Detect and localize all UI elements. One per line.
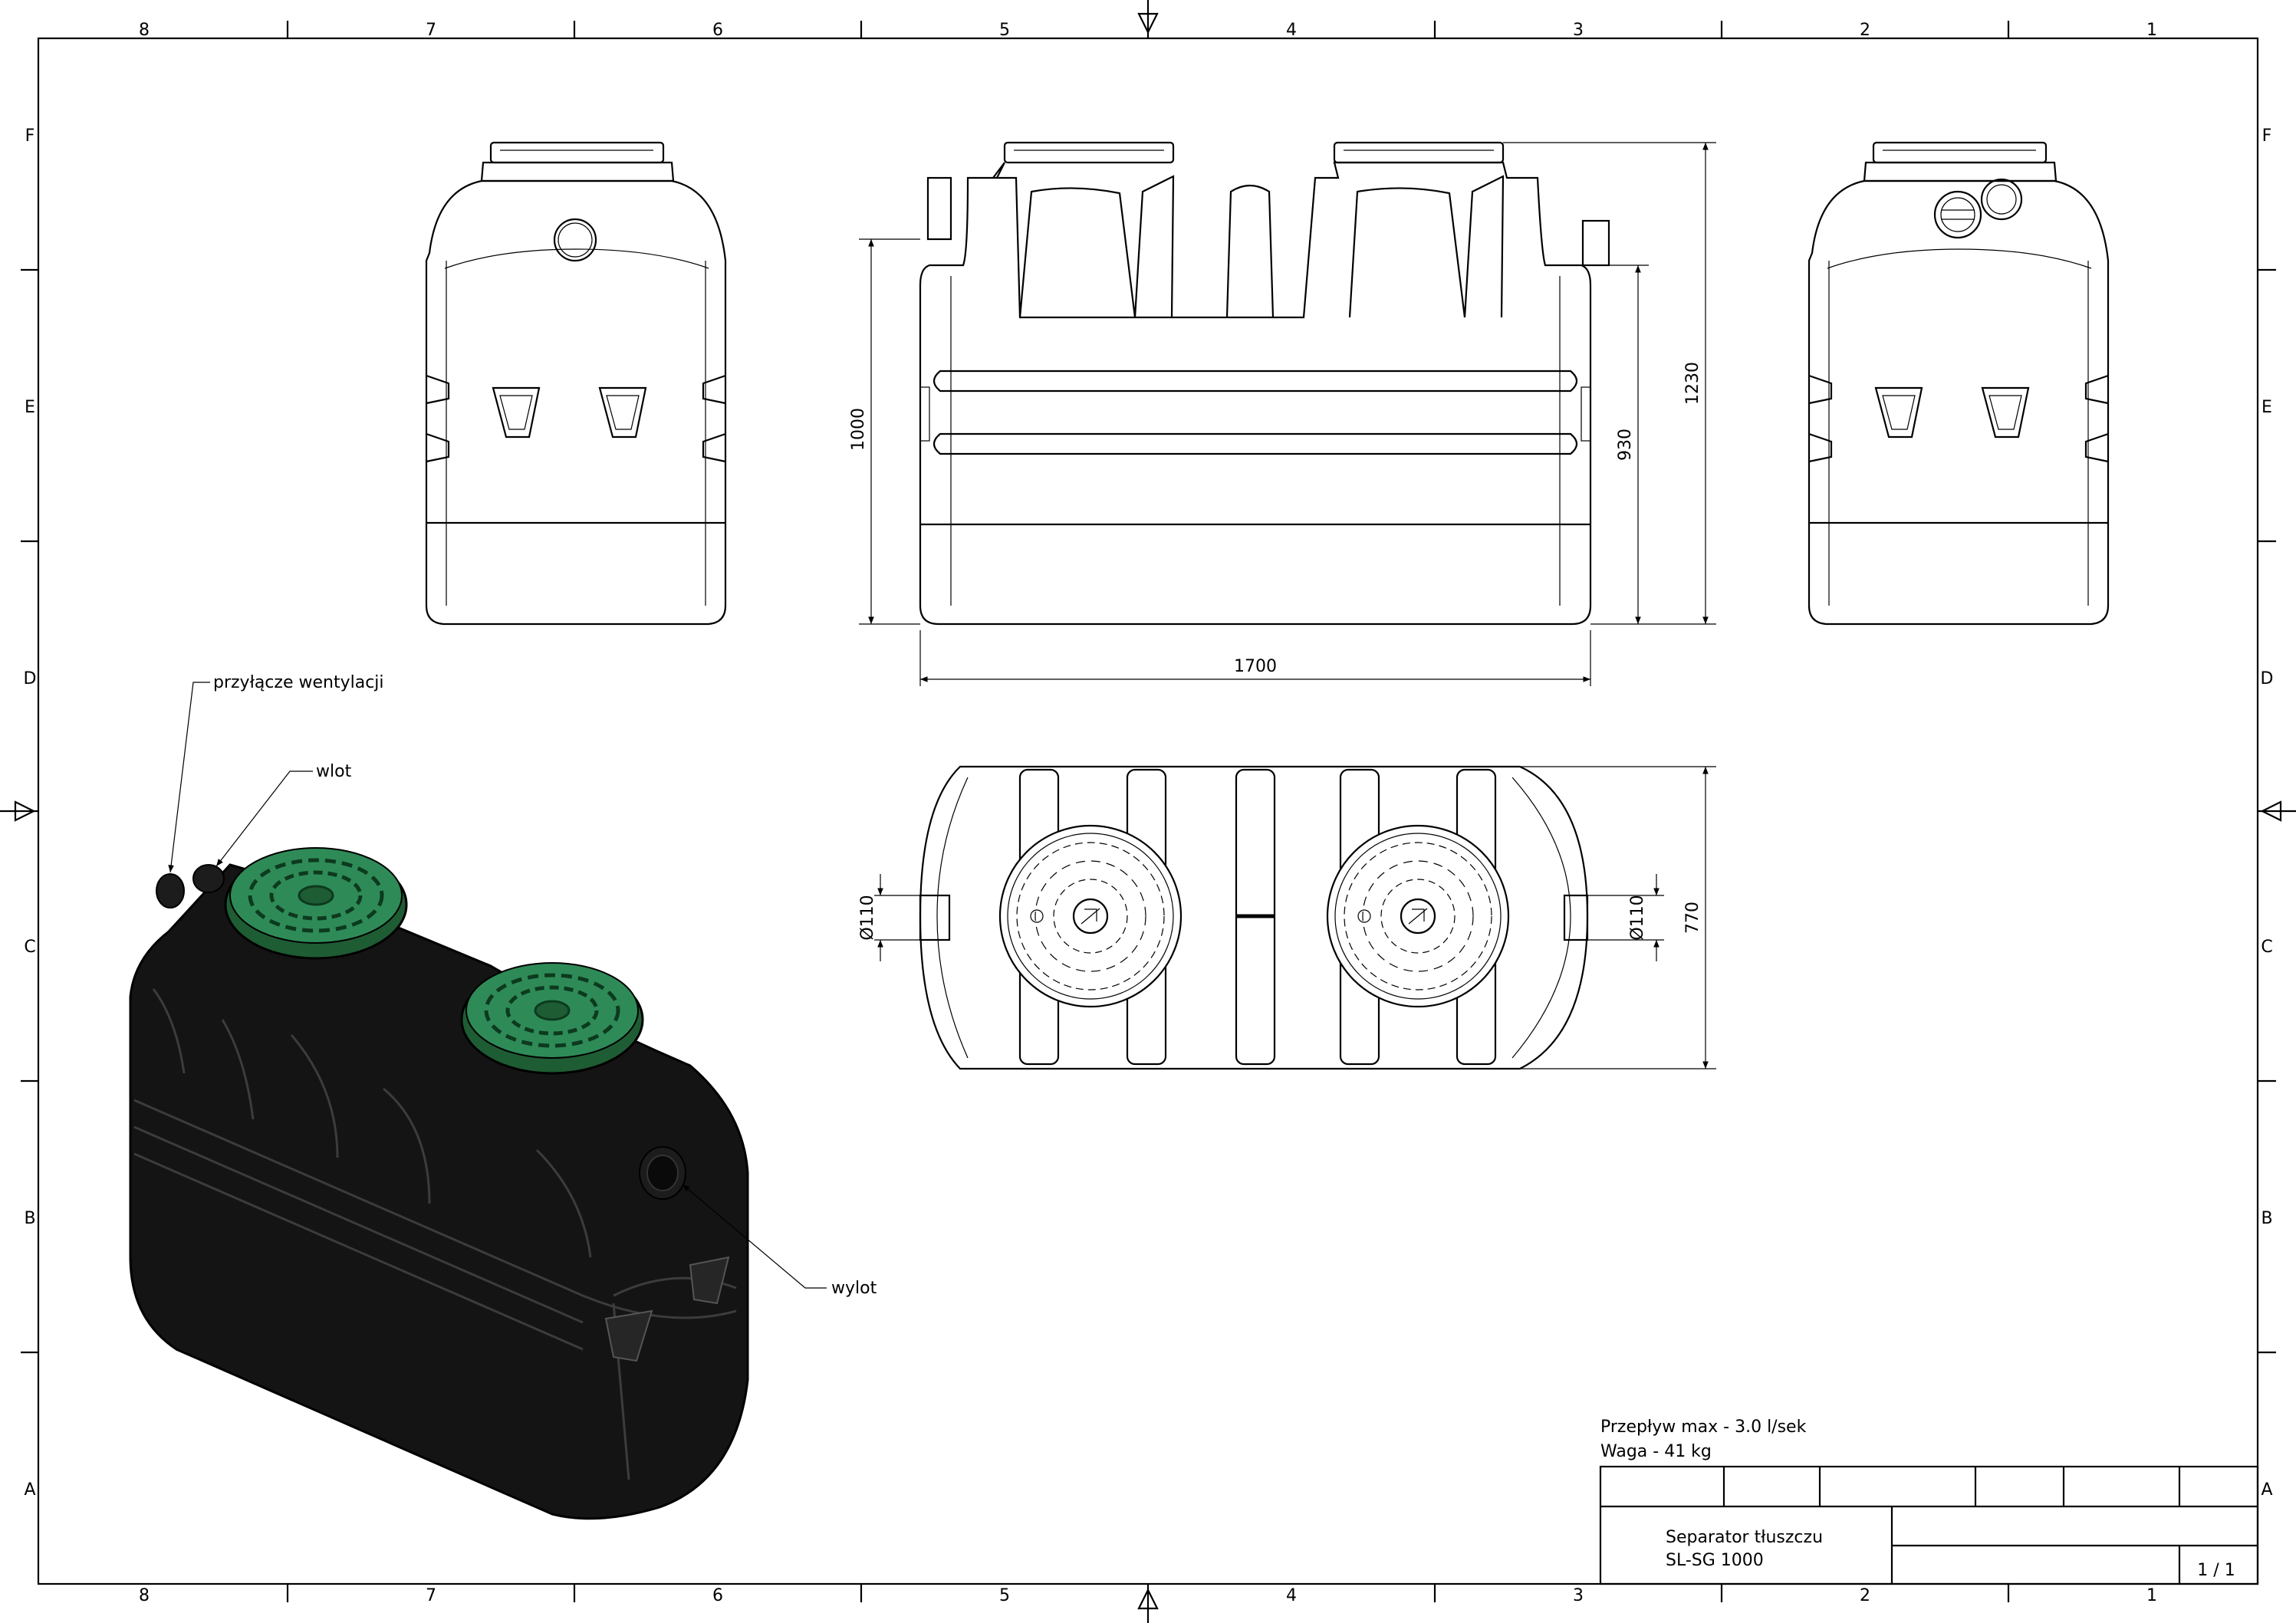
row-label: D (24, 669, 37, 688)
top-lid-right (1326, 824, 1510, 1008)
col-label: 4 (1286, 21, 1297, 40)
front-view (919, 141, 1610, 626)
col-label: 7 (426, 1586, 436, 1605)
col-label: 1 (2146, 1586, 2157, 1605)
row-label: F (25, 126, 35, 146)
sheet-number: 1 / 1 (2197, 1561, 2235, 1580)
flow-spec: Przepływ max - 3.0 l/sek (1600, 1418, 1807, 1437)
row-label: B (2261, 1209, 2272, 1228)
product-name: Separator tłuszczu (1666, 1528, 1823, 1547)
iso-callouts: przyłącze wentylacji wlot wylot (168, 673, 877, 1298)
col-label: 4 (1286, 1586, 1297, 1605)
row-label: E (25, 398, 35, 417)
column-labels-bottom: 8 7 6 5 4 3 2 1 (139, 1586, 2157, 1605)
outlet-diameter-dimension: Ø110 (1628, 895, 1647, 940)
row-labels-right: F E D C B A (2261, 126, 2274, 1500)
col-label: 1 (2146, 21, 2157, 40)
row-label: B (24, 1209, 35, 1228)
iso-green-lid-right (460, 962, 644, 1075)
col-label: 8 (139, 21, 150, 40)
col-label: 6 (712, 21, 723, 40)
top-lid-left (998, 824, 1183, 1008)
col-label: 3 (1573, 1586, 1584, 1605)
row-label: D (2261, 669, 2274, 688)
col-label: 7 (426, 21, 436, 40)
column-labels-top: 8 7 6 5 4 3 2 1 (139, 21, 2157, 40)
vent-callout: przyłącze wentylacji (213, 673, 384, 692)
title-block: Separator tłuszczu SL-SG 1000 1 / 1 (1599, 1465, 2259, 1585)
iso-green-lid-left (224, 847, 408, 960)
row-label: A (24, 1480, 35, 1500)
inlet-callout: wlot (316, 762, 352, 781)
col-label: 5 (999, 1586, 1010, 1605)
top-dimensions: Ø110 Ø110 770 (858, 766, 1716, 1069)
depth-dimension: 770 (1683, 902, 1702, 934)
height-mid-dimension: 930 (1616, 429, 1635, 461)
width-dimension: 1700 (1234, 657, 1277, 676)
isometric-view (129, 847, 749, 1520)
row-label: E (2261, 398, 2272, 417)
front-dimensions: 1700 1000 930 1230 (849, 142, 1716, 686)
weight-spec: Waga - 41 kg (1600, 1442, 1712, 1461)
col-label: 3 (1573, 21, 1584, 40)
top-view (919, 765, 1589, 1070)
specs-notes: Przepływ max - 3.0 l/sek Waga - 41 kg (1600, 1418, 1807, 1461)
row-label: A (2261, 1480, 2272, 1500)
inlet-diameter-dimension: Ø110 (858, 895, 877, 940)
col-label: 2 (1860, 1586, 1870, 1605)
height-total-dimension: 1230 (1683, 362, 1702, 405)
side-view-right (1808, 141, 2110, 626)
product-model: SL-SG 1000 (1666, 1551, 1764, 1570)
side-view-left (425, 141, 727, 626)
col-label: 5 (999, 21, 1010, 40)
iso-inlet-pipe (192, 864, 225, 893)
row-label: C (2261, 938, 2272, 957)
col-label: 6 (712, 1586, 723, 1605)
height-left-dimension: 1000 (849, 408, 868, 451)
row-labels-left: F E D C B A (24, 126, 37, 1500)
row-label: C (24, 938, 35, 957)
col-label: 8 (139, 1586, 150, 1605)
row-label: F (2262, 126, 2272, 146)
outlet-callout: wylot (831, 1279, 877, 1298)
col-label: 2 (1860, 21, 1870, 40)
iso-vent-pipe (156, 873, 185, 908)
